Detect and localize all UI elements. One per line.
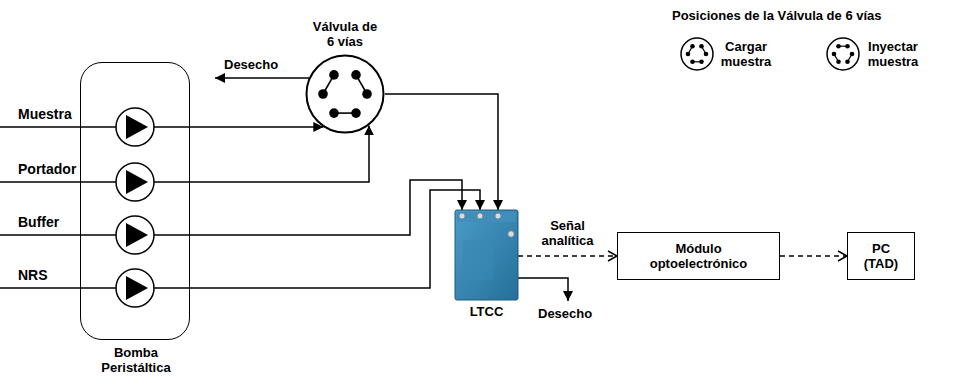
tube-label: Muestra bbox=[18, 106, 72, 122]
pump-head bbox=[116, 269, 154, 307]
legend-text: Cargar muestra bbox=[717, 39, 775, 69]
tube-line bbox=[0, 126, 190, 128]
waste-label: Desecho bbox=[538, 306, 592, 321]
process-box: PC (TAD) bbox=[847, 232, 915, 280]
tube-line bbox=[0, 181, 190, 183]
pump-tubes bbox=[0, 127, 190, 288]
ltcc-device: LTCC bbox=[455, 210, 518, 300]
legend-heading: Posiciones de la Válvula de 6 vías bbox=[672, 8, 882, 23]
waste-arrow bbox=[518, 278, 568, 301]
pump-head bbox=[116, 108, 154, 146]
box-text: PC (TAD) bbox=[859, 241, 903, 271]
valve-icon bbox=[681, 38, 713, 70]
shape-heading: Válvula de 6 vías bbox=[308, 19, 382, 49]
box-text: Módulo optoelectrónico bbox=[643, 241, 755, 271]
tube-label: Buffer bbox=[18, 214, 59, 230]
signal-connector bbox=[780, 255, 847, 257]
tube-label: Portador bbox=[18, 161, 76, 177]
valve-icon-inject bbox=[827, 38, 859, 70]
signal-connector bbox=[518, 255, 617, 257]
pump-head bbox=[116, 216, 154, 254]
valve-symbol bbox=[305, 54, 385, 134]
shape-heading: Bomba Peristáltica bbox=[90, 345, 182, 375]
pump-triangle bbox=[126, 223, 148, 247]
pump-triangle bbox=[126, 115, 148, 139]
tube-line bbox=[0, 287, 190, 289]
tube-line bbox=[0, 234, 190, 236]
six-way-valve: Válvula de 6 vías bbox=[305, 54, 385, 134]
legend-text: Inyectar muestra bbox=[863, 39, 923, 69]
flow-connector bbox=[190, 125, 369, 182]
pump-triangle bbox=[126, 170, 148, 194]
waste-arrow bbox=[215, 77, 309, 79]
valve-icon bbox=[827, 38, 859, 70]
pump-heads bbox=[116, 108, 154, 307]
flow-connector bbox=[190, 180, 462, 235]
process-box: Módulo optoelectrónico bbox=[617, 232, 780, 280]
pump-triangle bbox=[126, 276, 148, 300]
flow-connector bbox=[385, 94, 498, 210]
shape-heading: LTCC bbox=[457, 304, 517, 319]
valve-icon-load bbox=[681, 38, 713, 70]
flow-connector bbox=[190, 126, 323, 128]
flow-connector bbox=[190, 190, 480, 288]
tube-label: NRS bbox=[18, 267, 48, 283]
pump-head bbox=[116, 163, 154, 201]
pump-housing: Bomba Peristáltica bbox=[80, 62, 190, 340]
ltcc-picture bbox=[455, 210, 518, 300]
waste-label: Desecho bbox=[224, 57, 278, 72]
edge-label: Señal analítica bbox=[534, 218, 602, 248]
